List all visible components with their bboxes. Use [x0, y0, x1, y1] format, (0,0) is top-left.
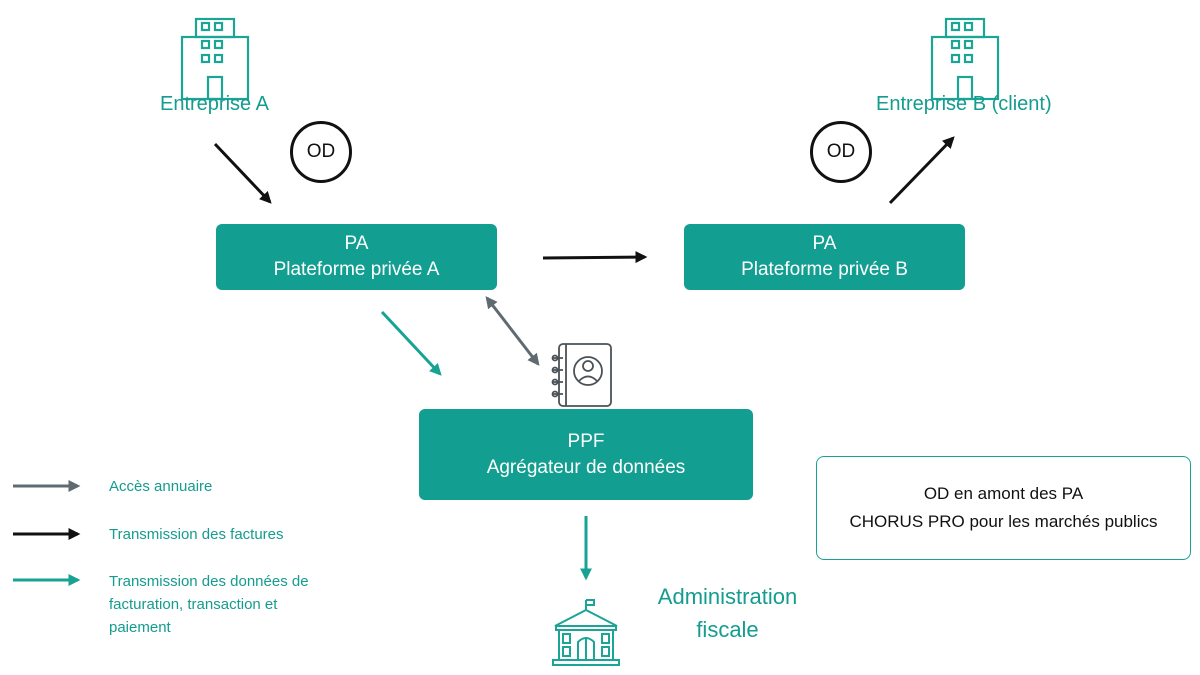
- info-line-1: OD en amont des PA: [923, 484, 1084, 503]
- building-icon: [180, 17, 250, 101]
- ppf-box: PPF Agrégateur de données: [419, 409, 753, 500]
- ppf-title: PPF: [567, 430, 605, 452]
- pa-a-subtitle: Plateforme privée A: [273, 259, 440, 280]
- legend-factures-label: Transmission des factures: [109, 526, 284, 543]
- administration-label-line1: Administration: [657, 584, 798, 609]
- arrow-pa-a-to-pa-b: [542, 251, 648, 264]
- administration-fiscale-label: Administration fiscale: [640, 580, 815, 646]
- government-building-icon: [552, 599, 620, 666]
- pa-b-title: PA: [812, 233, 837, 254]
- entreprise-b-label: Entreprise B (client): [876, 93, 1052, 115]
- pa-a-box: PA Plateforme privée A: [216, 224, 497, 290]
- legend-donnees-label: Transmission des données de facturation,…: [109, 570, 309, 639]
- entreprise-a-label: Entreprise A: [160, 93, 269, 115]
- od-circle-a: OD: [290, 121, 352, 183]
- directory-book-icon: [551, 343, 612, 407]
- arrow-pa-a-to-ppf: [380, 310, 442, 376]
- building-icon: [930, 17, 1000, 101]
- arrow-pa-b-to-entreprise-b: [888, 136, 955, 205]
- info-line-2: CHORUS PRO pour les marchés publics: [849, 512, 1158, 531]
- ppf-subtitle: Agrégateur de données: [486, 456, 686, 478]
- legend-donnees-line1: Transmission des données de: [109, 573, 309, 590]
- arrow-entreprise-a-to-pa-a: [213, 142, 272, 204]
- pa-b-box: PA Plateforme privée B: [684, 224, 965, 290]
- administration-label-line2: fiscale: [696, 617, 759, 642]
- od-circle-b: OD: [810, 121, 872, 183]
- legend-annuaire-label: Accès annuaire: [109, 478, 213, 495]
- pa-a-title: PA: [344, 233, 369, 254]
- legend-donnees-line3: paiement: [109, 619, 171, 636]
- pa-b-subtitle: Plateforme privée B: [741, 259, 908, 280]
- legend-donnees-line2: facturation, transaction et: [109, 596, 278, 613]
- info-box: OD en amont des PA CHORUS PRO pour les m…: [816, 456, 1191, 560]
- arrow-directory-access: [485, 296, 540, 366]
